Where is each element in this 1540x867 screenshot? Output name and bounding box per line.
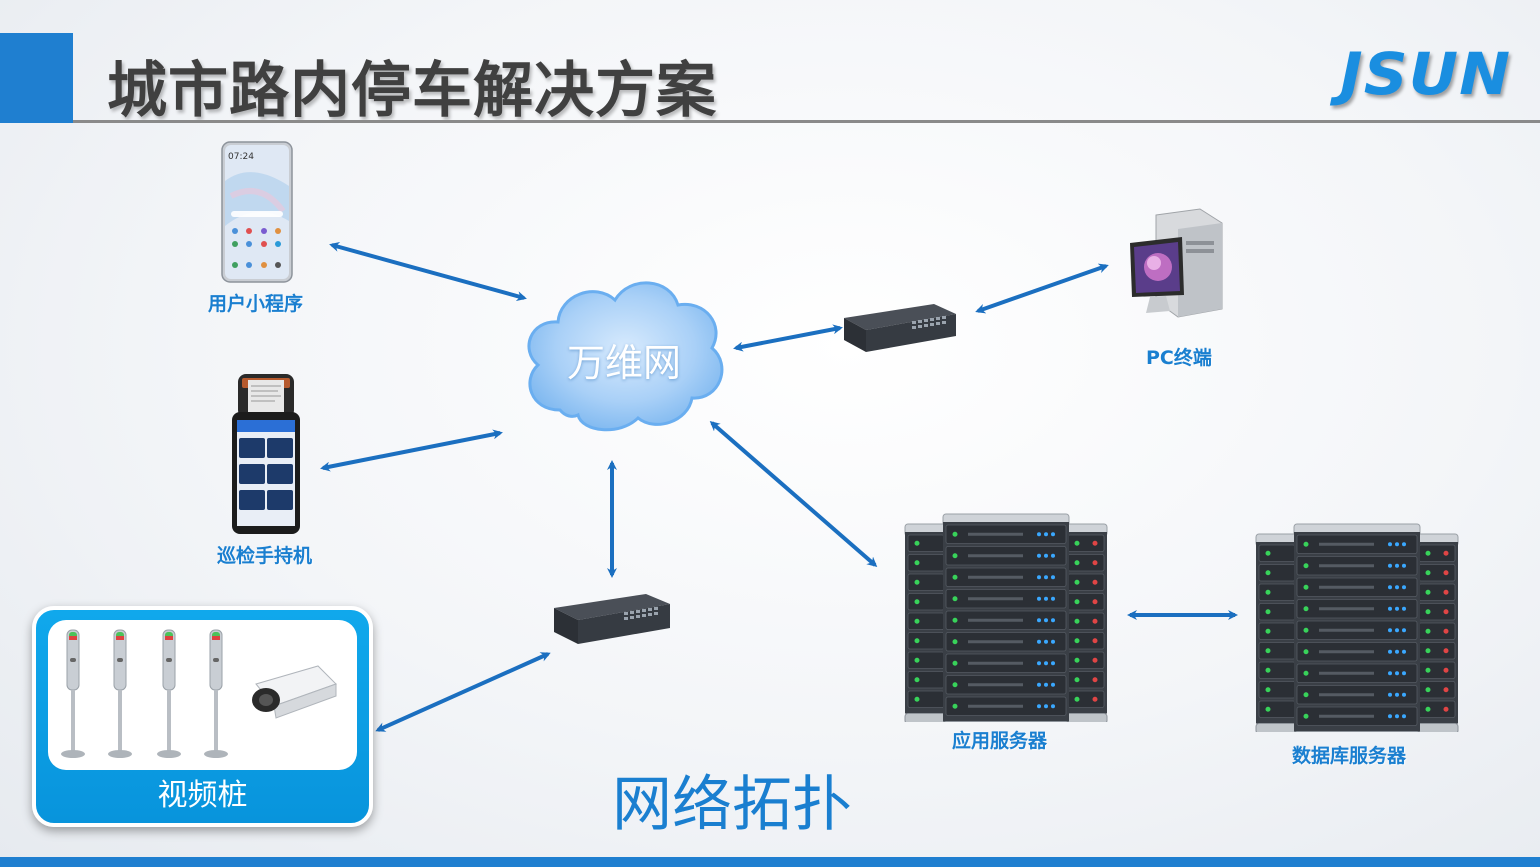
link-handheld-internet xyxy=(320,429,503,472)
network-switch-right xyxy=(842,302,958,358)
title-accent-bar xyxy=(0,33,73,123)
app-server-rack xyxy=(903,510,1109,732)
phone-time: 07:24 xyxy=(228,152,254,162)
title-divider xyxy=(73,120,1540,123)
label-internet: 万维网 xyxy=(567,341,682,385)
bottom-accent-bar xyxy=(0,857,1540,867)
link-switch-videopile xyxy=(375,652,551,732)
video-pile-panel: 视频桩 xyxy=(32,606,373,827)
page-title: 城市路内停车解决方案 xyxy=(107,56,717,126)
label-pc-terminal: PC终端 xyxy=(1146,347,1212,369)
topology-caption: 网络拓扑 xyxy=(612,770,852,840)
jsun-logo: JSUN xyxy=(1340,40,1512,108)
parking-pile-icons xyxy=(61,629,228,758)
internet-cloud xyxy=(520,270,730,444)
label-app-server: 应用服务器 xyxy=(952,730,1048,752)
handheld-terminal-device xyxy=(230,372,302,540)
camera-icon xyxy=(252,665,337,719)
label-video-pile: 视频桩 xyxy=(157,778,248,813)
label-mini-program: 用户小程序 xyxy=(208,293,304,315)
link-miniprogram-internet xyxy=(329,242,527,301)
smartphone-device: 07:24 xyxy=(221,141,293,287)
link-switch-pc xyxy=(975,263,1109,314)
network-switch-bottom xyxy=(552,592,672,650)
video-pile-devices xyxy=(48,620,357,770)
label-handheld: 巡检手持机 xyxy=(217,545,313,567)
label-db-server: 数据库服务器 xyxy=(1292,745,1407,767)
pc-terminal-device xyxy=(1126,207,1232,329)
db-server-rack xyxy=(1254,520,1460,742)
link-internet-switch-right xyxy=(733,324,843,352)
link-internet-appserver xyxy=(709,421,878,567)
